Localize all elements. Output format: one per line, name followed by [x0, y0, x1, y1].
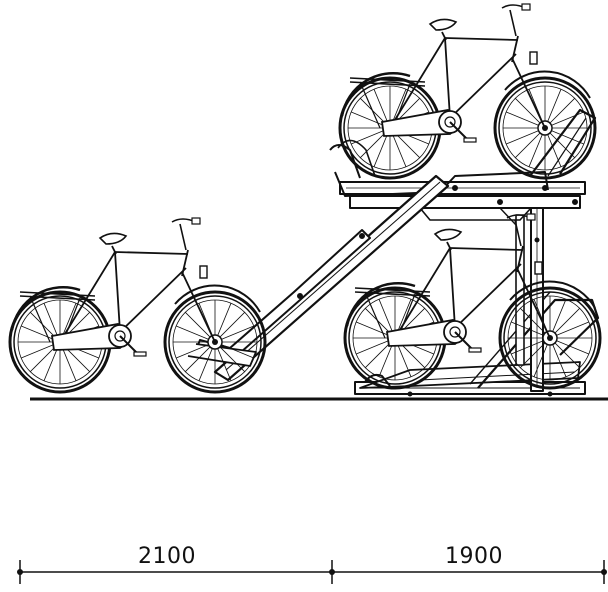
- bike-rack-structure: [187, 108, 600, 397]
- dimension-label-right: 1900: [445, 544, 503, 569]
- bicycle-upper-deck: [340, 4, 595, 178]
- dimension-line: [17, 560, 607, 584]
- dimension-label-left: 2100: [138, 544, 196, 569]
